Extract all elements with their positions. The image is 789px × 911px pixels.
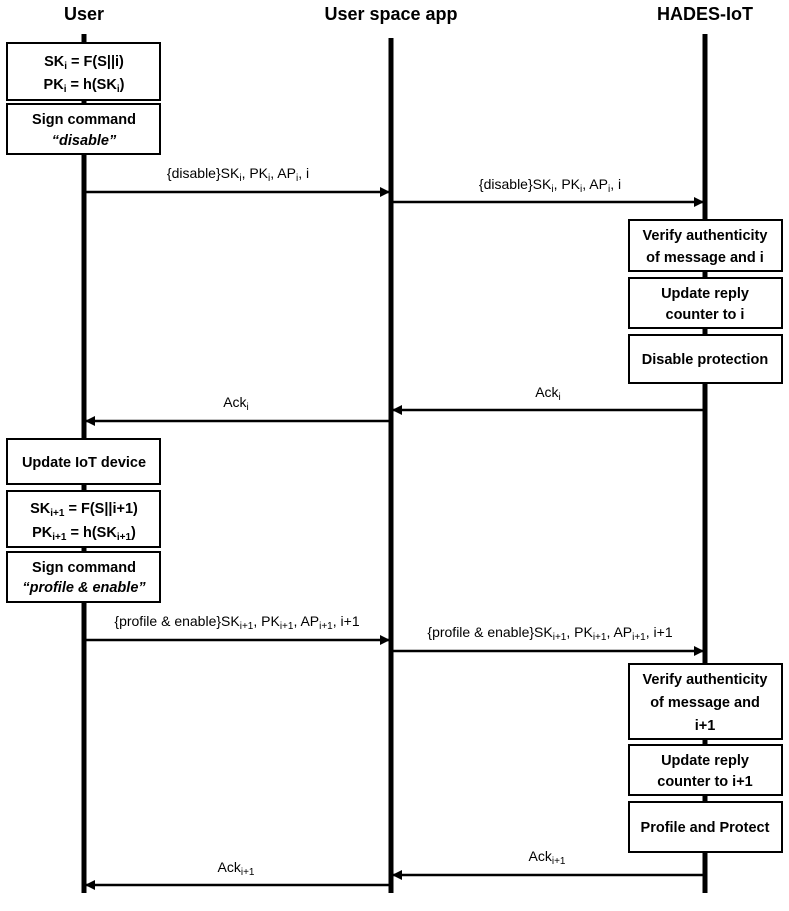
verify-authenticity-i1-box: Verify authenticity of message and i+1 xyxy=(628,663,783,740)
update-counter-line-2: counter to i xyxy=(666,307,745,323)
participant-hades-iot: HADES-IoT xyxy=(657,4,753,24)
sign-command-label: Sign command xyxy=(32,560,136,576)
update-counter-line-2: counter to i+1 xyxy=(657,774,752,790)
update-reply-counter-i1-box: Update reply counter to i+1 xyxy=(628,744,783,796)
profile-and-protect-label: Profile and Protect xyxy=(641,820,770,836)
disable-protection-label: Disable protection xyxy=(642,352,769,368)
key-derivation-i-box: SKi = F(S||i) PKi = h(SKi) xyxy=(6,42,161,101)
sign-command-profile-enable-box: Sign command “profile & enable” xyxy=(6,551,161,603)
verify-line-1: Verify authenticity xyxy=(643,672,768,688)
update-counter-line-1: Update reply xyxy=(661,286,749,302)
verify-line-1: Verify authenticity xyxy=(643,228,768,244)
update-iot-device-label: Update IoT device xyxy=(22,455,146,471)
participant-user: User xyxy=(64,4,104,24)
update-iot-device-box: Update IoT device xyxy=(6,438,161,485)
sign-command-disable-box: Sign command “disable” xyxy=(6,103,161,155)
command-disable-label: “disable” xyxy=(52,133,117,149)
message-disable-app-to-hades: {disable}SKi, PKi, APi, i xyxy=(479,176,621,195)
message-ack-i-app: Acki xyxy=(223,394,249,413)
message-ack-i1-hades: Acki+1 xyxy=(529,848,566,867)
message-disable-user-to-app: {disable}SKi, PKi, APi, i xyxy=(167,165,309,184)
sk-i-formula: SKi = F(S||i) xyxy=(44,54,124,72)
verify-line-2: of message and i xyxy=(646,250,764,266)
profile-and-protect-box: Profile and Protect xyxy=(628,801,783,853)
verify-line-3: i+1 xyxy=(695,718,716,734)
verify-authenticity-i-box: Verify authenticity of message and i xyxy=(628,219,783,272)
pk-i1-formula: PKi+1 = h(SKi+1) xyxy=(32,525,136,543)
message-ack-i1-app: Acki+1 xyxy=(218,859,255,878)
command-profile-enable-label: “profile & enable” xyxy=(22,580,146,596)
verify-line-2: of message and xyxy=(650,695,760,711)
sign-command-label: Sign command xyxy=(32,112,136,128)
message-profile-enable-user-to-app: {profile & enable}SKi+1, PKi+1, APi+1, i… xyxy=(114,613,359,632)
participant-user-space-app: User space app xyxy=(324,4,457,24)
message-profile-enable-app-to-hades: {profile & enable}SKi+1, PKi+1, APi+1, i… xyxy=(427,624,672,643)
key-derivation-i1-box: SKi+1 = F(S||i+1) PKi+1 = h(SKi+1) xyxy=(6,490,161,548)
update-reply-counter-i-box: Update reply counter to i xyxy=(628,277,783,329)
sk-i1-formula: SKi+1 = F(S||i+1) xyxy=(30,501,138,519)
disable-protection-box: Disable protection xyxy=(628,334,783,384)
message-ack-i-hades: Acki xyxy=(535,384,561,403)
pk-i-formula: PKi = h(SKi) xyxy=(44,77,125,95)
update-counter-line-1: Update reply xyxy=(661,753,749,769)
